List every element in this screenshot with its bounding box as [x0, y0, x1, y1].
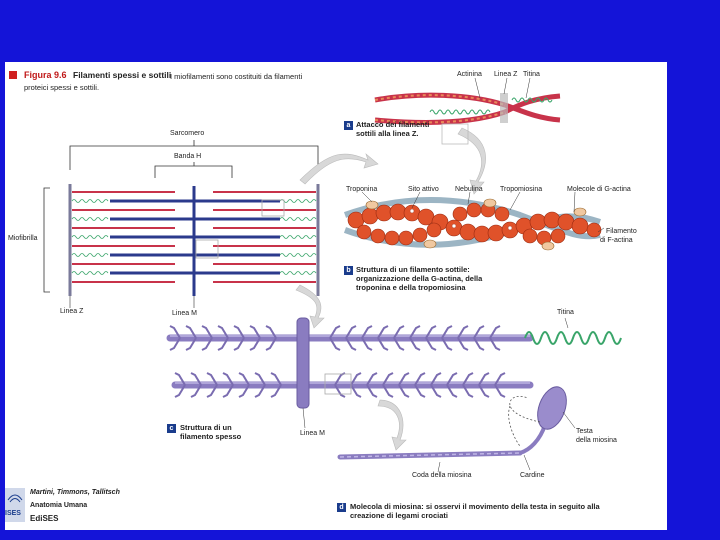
publisher-logo-text: ISES: [5, 510, 21, 517]
sarcomere-drawing: [43, 140, 320, 308]
label-miofibrilla: Miofibrilla: [8, 235, 38, 242]
label-testa-miosina-1: Testa: [576, 428, 593, 435]
label-banda-h: Banda H: [174, 153, 202, 160]
label-sarcomero: Sarcomero: [170, 130, 205, 137]
label-filamento-f-actina-2: di F-actina: [600, 237, 633, 244]
figure-description-2: proteici spessi e sottili.: [24, 83, 100, 92]
label-linea-z: Linea Z: [60, 308, 84, 315]
panel-b-drawing: [343, 191, 605, 251]
label-troponina: Troponina: [346, 186, 378, 193]
panel-d-drawing: [337, 386, 576, 473]
caption-d-text: Molecola di miosina: si osservi il movim…: [350, 502, 600, 520]
figure-marker-icon: [9, 71, 17, 79]
publisher-logo-icon: [5, 488, 25, 522]
label-molecole-g-actina: Molecole di G-actina: [567, 186, 631, 193]
caption-a-badge: a: [344, 121, 353, 130]
label-titina-mid: Titina: [557, 309, 574, 316]
caption-b-badge: b: [344, 266, 353, 275]
label-coda-miosina: Coda della miosina: [412, 472, 472, 479]
caption-d-badge: d: [337, 503, 346, 512]
panel-c-drawing: [166, 317, 622, 429]
caption-a-text: Attacco dei filamenti sottili alla linea…: [356, 120, 430, 138]
label-testa-miosina-2: della miosina: [576, 437, 617, 444]
publisher-book: Anatomia Umana: [30, 502, 88, 509]
label-sito-attivo: Sito attivo: [408, 186, 439, 193]
label-titina-top: Titina: [523, 71, 540, 78]
figure-description-1: I miofilamenti sono costituiti da filame…: [170, 72, 303, 81]
caption-c-text: Struttura di un filamento spesso: [180, 423, 242, 441]
label-actinina: Actinina: [457, 71, 482, 78]
label-linea-m-bottom: Linea M: [300, 430, 325, 437]
caption-b-text: Struttura di un filamento sottile: organ…: [356, 265, 483, 292]
label-cardine: Cardine: [520, 472, 545, 479]
label-nebulina: Nebulina: [455, 186, 483, 193]
label-tropomiosina: Tropomiosina: [500, 186, 543, 193]
figure-panel: [5, 62, 667, 530]
caption-c-badge: c: [167, 424, 176, 433]
figure-title: Filamenti spessi e sottili: [73, 70, 172, 80]
figure-number: Figura 9.6: [24, 70, 67, 80]
label-filamento-f-actina-1: Filamento: [606, 228, 637, 235]
publisher-authors: Martini, Timmons, Tallitsch: [30, 489, 120, 496]
panel-a-drawing: [374, 77, 561, 145]
publisher-name: EdiSES: [30, 514, 59, 523]
label-linea-z-top: Linea Z: [494, 71, 518, 78]
label-linea-m-top: Linea M: [172, 310, 197, 317]
